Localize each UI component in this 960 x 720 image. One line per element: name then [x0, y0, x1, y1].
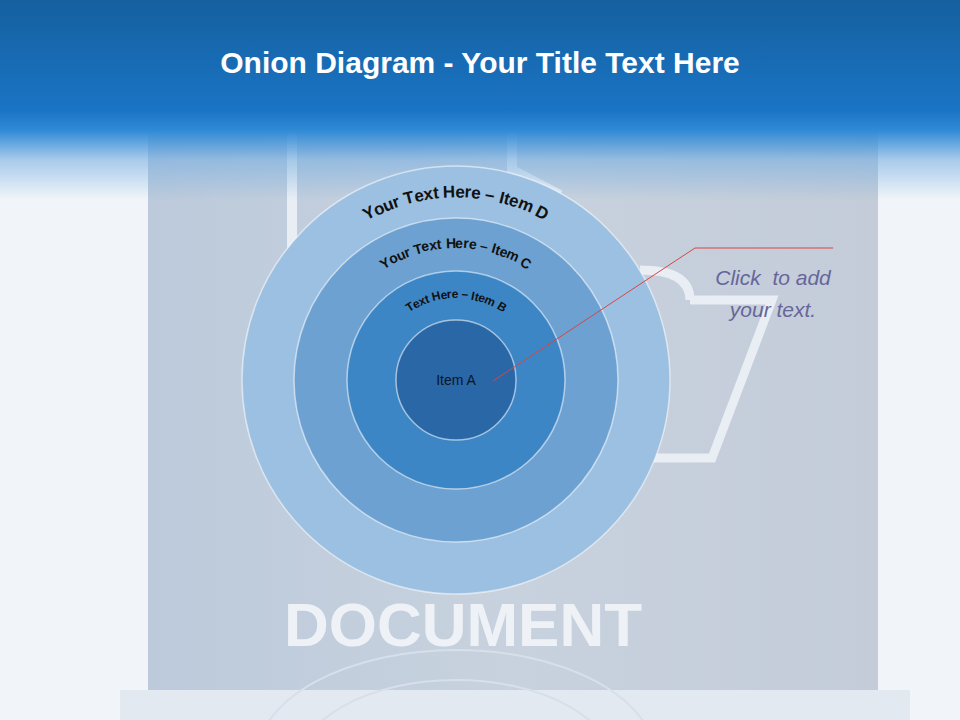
callout-text: Click to add your text. — [698, 262, 848, 325]
arc-char: H — [445, 236, 456, 250]
onion-ring: Text Here – Item BItem A — [346, 270, 566, 490]
slide-title: Onion Diagram - Your Title Text Here — [0, 46, 960, 80]
core-label: Item A — [395, 319, 517, 441]
arc-char: B — [495, 300, 509, 315]
arc-char: r — [447, 288, 453, 300]
arc-char: D — [533, 203, 552, 224]
arc-char: – — [461, 288, 469, 301]
arc-char: H — [443, 183, 456, 200]
arc-char: t — [436, 237, 442, 251]
arc-char: t — [432, 184, 439, 202]
arc-char: C — [518, 254, 534, 271]
arc-char: e — [471, 184, 482, 202]
watermark-text: DOCUMENT — [163, 594, 763, 656]
arc-char: e — [455, 236, 463, 250]
arc-char: e — [455, 183, 465, 200]
onion-ring: Your Text Here – Item CText Here – Item … — [293, 217, 619, 543]
onion-ring: Item A — [395, 319, 517, 441]
onion-ring: Your Text Here – Item DYour Text Here – … — [241, 165, 671, 595]
arc-char: – — [484, 186, 496, 204]
arc-char: e — [452, 288, 459, 300]
arc-char: e — [468, 237, 477, 252]
arc-char: – — [479, 238, 490, 253]
